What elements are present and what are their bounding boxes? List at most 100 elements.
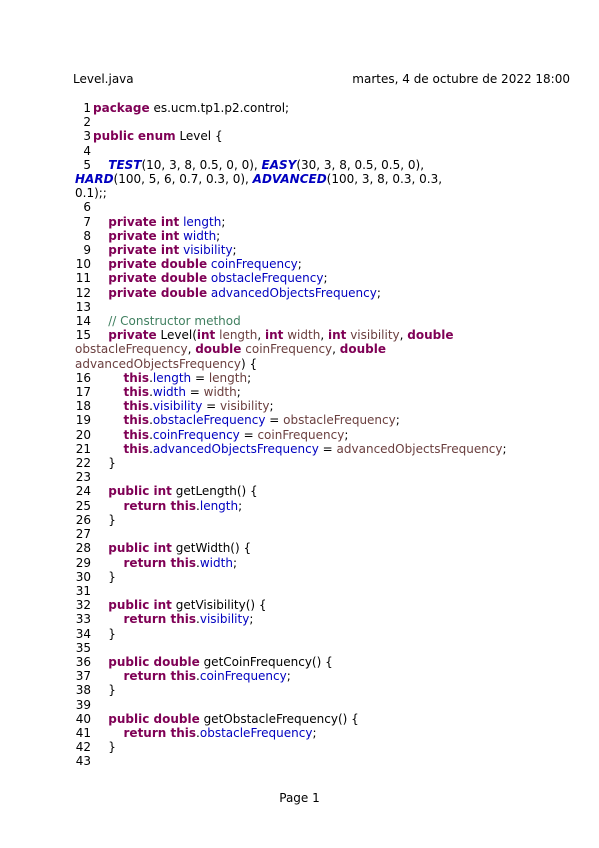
line-text: return this.visibility; [93, 612, 254, 627]
code-token: visibility [220, 399, 270, 414]
line-number: 30 [75, 569, 91, 584]
page-header: Level.java martes, 4 de octubre de 2022 … [73, 72, 570, 88]
code-token: public int [108, 484, 172, 499]
code-token: es.ucm.tp1.p2.control; [153, 101, 290, 115]
code-token: . [149, 427, 153, 442]
code-token [93, 229, 108, 243]
code-line: 8 private int width; [73, 229, 583, 243]
code-line: 32 public int getVisibility() { [73, 598, 583, 612]
code-token: package [93, 101, 150, 115]
code-token [93, 413, 124, 427]
code-token: return this [123, 498, 197, 513]
line-text: package es.ucm.tp1.p2.control; [93, 101, 289, 115]
code-line: 27 [73, 527, 583, 541]
code-token: ; [344, 427, 349, 442]
code-line: 35 [73, 641, 583, 655]
line-text: private double obstacleFrequency; [93, 271, 327, 285]
line-text: } [93, 513, 116, 527]
line-text: return this.coinFrequency; [93, 669, 291, 683]
code-line: 11 private double obstacleFrequency; [73, 271, 583, 285]
code-token: int [196, 328, 216, 343]
code-line: 15 private Level(int length, int width, … [73, 328, 583, 342]
code-token: } [93, 456, 116, 471]
line-number: 40 [75, 711, 91, 726]
code-token: getWidth() { [175, 541, 252, 556]
line-text: public int getWidth() { [93, 541, 251, 555]
code-token: ; [232, 243, 237, 258]
line-text: public int getLength() { [93, 484, 257, 499]
code-line: 22 } [73, 456, 583, 470]
line-number: 3 [83, 129, 91, 144]
code-token: (100, 3, 8, 0.3, 0.3, [326, 172, 443, 187]
code-token [93, 556, 124, 570]
code-token: (30, 3, 8, 0.5, 0.5, 0), [296, 157, 425, 172]
code-token: this [123, 413, 150, 428]
page-number: Page 1 [279, 791, 320, 805]
code-token: ; [297, 257, 302, 272]
line-text: return this.width; [93, 556, 237, 570]
code-token: ; [232, 555, 237, 570]
line-number: 37 [75, 669, 91, 684]
code-token: enum [137, 129, 176, 144]
code-token: Level { [179, 129, 223, 144]
code-token: = [265, 413, 284, 428]
code-token: (100, 5, 6, 0.7, 0.3, 0), [113, 172, 253, 187]
line-number: 20 [75, 427, 91, 442]
code-token: length [199, 498, 239, 513]
code-token: this [123, 399, 150, 414]
line-number: 11 [75, 271, 91, 286]
line-number: 24 [75, 484, 91, 499]
code-token: . [196, 612, 200, 627]
code-token: this [123, 385, 150, 400]
line-number: 32 [75, 598, 91, 613]
code-line: 9 private int visibility; [73, 243, 583, 257]
line-number: 7 [83, 214, 91, 229]
code-line: 20 this.coinFrequency = coinFrequency; [73, 428, 583, 442]
code-token: return this [123, 612, 197, 627]
code-token: length [219, 328, 258, 343]
code-token: width [199, 555, 233, 570]
code-token: public int [108, 598, 172, 613]
line-number: 41 [75, 725, 91, 740]
code-token: this [123, 441, 150, 456]
code-token: public [93, 129, 135, 144]
line-text: } [93, 627, 116, 641]
code-line: 40 public double getObstacleFrequency() … [73, 712, 583, 726]
code-token: = [191, 370, 209, 385]
line-text: } [93, 740, 116, 754]
code-token [93, 712, 108, 726]
line-number: 16 [75, 370, 91, 385]
code-line: 31 [73, 584, 583, 598]
code-line: 13 [73, 300, 583, 314]
line-number: 31 [75, 583, 91, 598]
line-text: return this.obstacleFrequency; [93, 725, 317, 740]
code-token: coinFrequency [152, 427, 240, 442]
line-number: 6 [83, 200, 91, 215]
line-text: this.obstacleFrequency = obstacleFrequen… [93, 413, 400, 427]
code-token [93, 726, 124, 740]
line-number: 23 [75, 470, 91, 485]
code-token: getVisibility() { [175, 598, 267, 613]
code-token [93, 286, 108, 300]
line-number: 26 [75, 512, 91, 527]
code-token: ; [269, 399, 274, 414]
code-token: TEST [108, 157, 142, 172]
code-line: 24 public int getLength() { [73, 484, 583, 498]
code-token: 0.1);; [75, 186, 107, 201]
line-number: 22 [75, 456, 91, 471]
code-line: 39 [73, 698, 583, 712]
code-token: advancedObjectsFrequency [75, 356, 241, 371]
line-number: 29 [75, 555, 91, 570]
code-token: . [149, 413, 153, 428]
code-token [93, 158, 108, 172]
code-token: this [123, 370, 150, 385]
code-line: 4 [73, 144, 583, 158]
code-token: public double [108, 654, 200, 669]
line-number: 17 [75, 385, 91, 400]
code-token: . [196, 725, 200, 740]
line-number: 4 [83, 143, 91, 158]
code-token: , [320, 328, 328, 343]
line-text: this.advancedObjectsFrequency = advanced… [93, 442, 507, 456]
code-token: width [152, 385, 186, 400]
